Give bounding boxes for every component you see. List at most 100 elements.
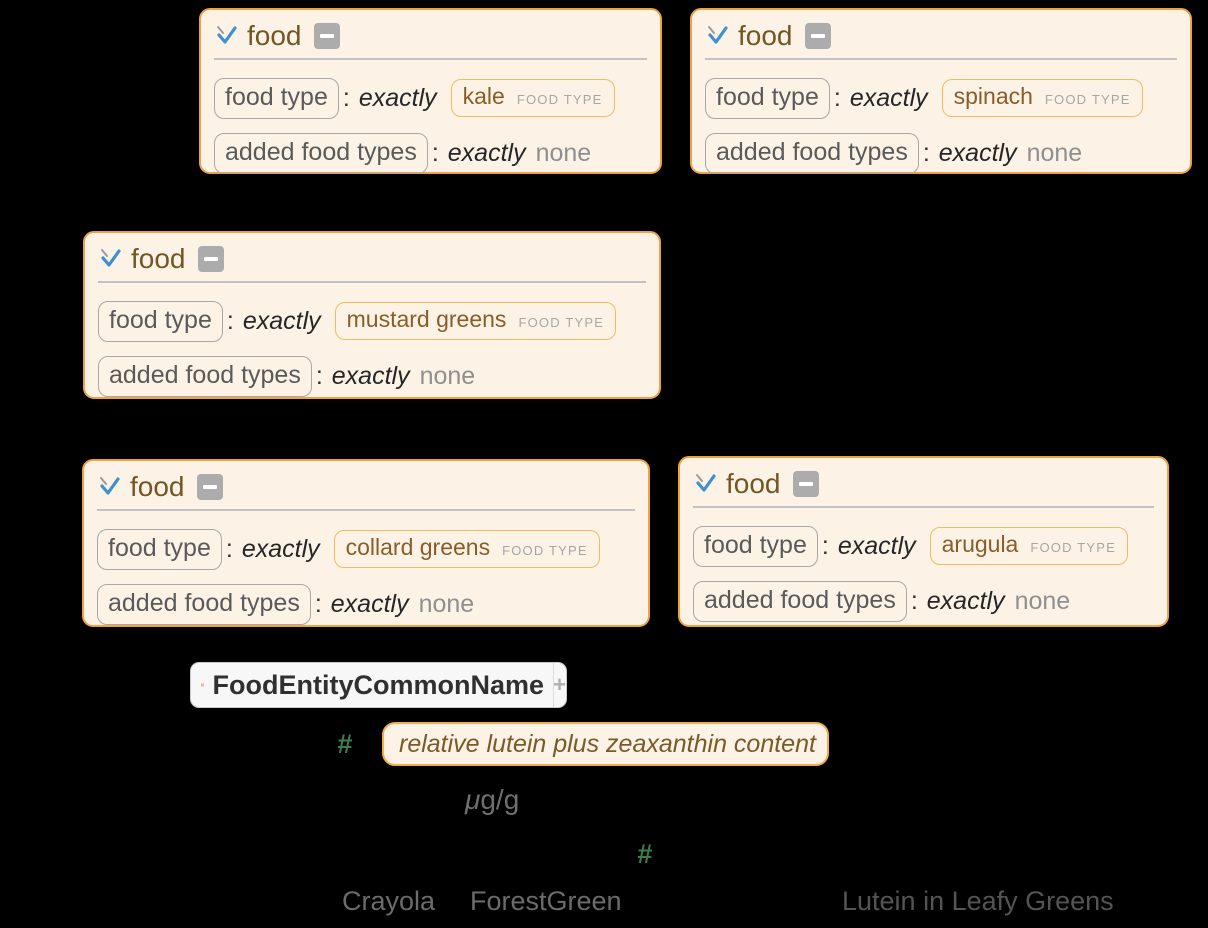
colon: : xyxy=(821,531,829,560)
entity-chip[interactable]: mustard greens FOOD TYPE xyxy=(334,302,617,340)
food-box-title: food xyxy=(738,20,793,51)
entity-name: mustard greens xyxy=(346,306,507,332)
food-type-chip[interactable]: food type xyxy=(693,525,818,567)
food-assumption-box-arugula: food food type : exactly arugula FOOD TY… xyxy=(678,456,1169,627)
added-food-types-chip[interactable]: added food types xyxy=(98,355,312,397)
plus-icon: + xyxy=(553,672,566,697)
food-box-title: food xyxy=(247,20,302,51)
colon: : xyxy=(314,589,322,618)
unit-label: μg/g xyxy=(465,784,519,816)
slot-hash: # xyxy=(637,839,653,869)
slot-hash: # xyxy=(337,729,353,759)
food-box-body: food type : exactly kale FOOD TYPE added… xyxy=(201,60,660,186)
entity-kind-label: FOOD TYPE xyxy=(502,543,588,558)
interpretation-arrow-icon xyxy=(100,477,120,495)
interpretation-arrow-icon xyxy=(708,26,728,44)
food-assumption-box-kale: food food type : exactly kale FOOD TYPE … xyxy=(199,8,662,174)
colon: : xyxy=(833,83,841,112)
entity-chip[interactable]: collard greens FOOD TYPE xyxy=(333,530,600,568)
colon: : xyxy=(342,83,350,112)
added-food-types-chip[interactable]: added food types xyxy=(214,132,428,174)
colon: : xyxy=(315,361,323,390)
entity-chip[interactable]: spinach FOOD TYPE xyxy=(941,79,1143,117)
food-assumption-box-mustard-greens: food food type : exactly mustard greens … xyxy=(83,231,661,399)
food-type-chip[interactable]: food type xyxy=(705,77,830,119)
collapse-button[interactable] xyxy=(313,23,340,49)
palette-string: Crayola xyxy=(342,886,436,916)
colon: : xyxy=(922,138,930,167)
entity-kind-label: FOOD TYPE xyxy=(518,315,605,330)
colon: : xyxy=(226,306,234,335)
exactly-label: exactly xyxy=(837,531,916,560)
exactly-label: exactly xyxy=(938,138,1017,167)
entity-kind-label: FOOD TYPE xyxy=(1030,540,1117,555)
exactly-label: exactly xyxy=(331,361,410,390)
food-box-title: food xyxy=(130,471,185,502)
added-food-types-row: added food types : exactly none xyxy=(97,583,635,625)
exactly-label: exactly xyxy=(849,83,928,112)
food-type-row: food type : exactly arugula FOOD TYPE xyxy=(693,525,1154,567)
added-food-types-chip[interactable]: added food types xyxy=(705,132,919,174)
added-food-types-row: added food types : exactly none xyxy=(705,132,1177,174)
food-box-header: food xyxy=(98,244,645,274)
minus-icon xyxy=(810,34,825,38)
exactly-label: exactly xyxy=(358,83,437,112)
added-food-types-chip[interactable]: added food types xyxy=(97,583,311,625)
food-box-title: food xyxy=(726,468,781,499)
food-assumption-box-collard-greens: food food type : exactly collard greens … xyxy=(82,459,650,627)
interpretation-arrow-icon xyxy=(217,26,237,44)
colon: : xyxy=(225,534,233,563)
food-type-row: food type : exactly spinach FOOD TYPE xyxy=(705,77,1177,119)
plot-label-string: Lutein in Leafy Greens xyxy=(842,886,1114,916)
color-string: ForestGreen xyxy=(470,886,622,916)
food-box-header: food xyxy=(693,469,1153,499)
exactly-label: exactly xyxy=(242,306,321,335)
food-type-chip[interactable]: food type xyxy=(98,300,223,342)
food-box-body: food type : exactly spinach FOOD TYPE ad… xyxy=(692,60,1190,186)
food-box-header: food xyxy=(705,21,1176,51)
divider xyxy=(97,509,635,511)
none-label: none xyxy=(1026,138,1083,167)
food-box-body: food type : exactly arugula FOOD TYPE ad… xyxy=(680,508,1167,634)
food-type-row: food type : exactly collard greens FOOD … xyxy=(97,528,635,570)
minus-icon xyxy=(798,482,813,486)
added-food-types-row: added food types : exactly none xyxy=(214,132,647,174)
added-food-types-row: added food types : exactly none xyxy=(693,580,1154,622)
property-string-pill: relative lutein plus zeaxanthin content xyxy=(382,722,829,766)
interpretation-arrow-icon xyxy=(101,249,121,267)
entity-kind-label: FOOD TYPE xyxy=(1044,92,1131,107)
added-food-types-chip[interactable]: added food types xyxy=(693,580,907,622)
divider xyxy=(98,281,646,283)
unit-mu: μ xyxy=(465,784,481,815)
exactly-label: exactly xyxy=(926,586,1005,615)
none-label: none xyxy=(1014,586,1071,615)
divider xyxy=(693,506,1154,508)
exactly-label: exactly xyxy=(447,138,526,167)
collapse-button[interactable] xyxy=(197,246,224,272)
exactly-label: exactly xyxy=(241,534,320,563)
collapse-button[interactable] xyxy=(196,474,223,500)
unit-rest: g/g xyxy=(480,784,520,815)
resource-function-chip[interactable]: FoodEntityCommonName + xyxy=(190,662,567,708)
colon: : xyxy=(910,586,918,615)
entity-name: arugula xyxy=(941,531,1019,557)
expand-button[interactable]: + xyxy=(553,674,566,696)
divider xyxy=(214,58,647,60)
entity-chip[interactable]: arugula FOOD TYPE xyxy=(929,527,1129,565)
none-label: none xyxy=(418,589,475,618)
food-type-chip[interactable]: food type xyxy=(97,528,222,570)
entity-chip[interactable]: kale FOOD TYPE xyxy=(450,79,615,117)
colon: : xyxy=(431,138,439,167)
food-box-body: food type : exactly collard greens FOOD … xyxy=(84,511,648,637)
food-box-title: food xyxy=(131,243,186,274)
collapse-button[interactable] xyxy=(804,23,831,49)
property-string: relative lutein plus zeaxanthin content xyxy=(399,729,816,758)
collapse-button[interactable] xyxy=(792,471,819,497)
none-label: none xyxy=(419,361,476,390)
entity-name: kale xyxy=(462,83,505,109)
added-food-types-row: added food types : exactly none xyxy=(98,355,646,397)
food-type-chip[interactable]: food type xyxy=(214,77,339,119)
entity-name: spinach xyxy=(953,83,1033,109)
minus-icon xyxy=(202,485,217,489)
food-type-row: food type : exactly kale FOOD TYPE xyxy=(214,77,647,119)
